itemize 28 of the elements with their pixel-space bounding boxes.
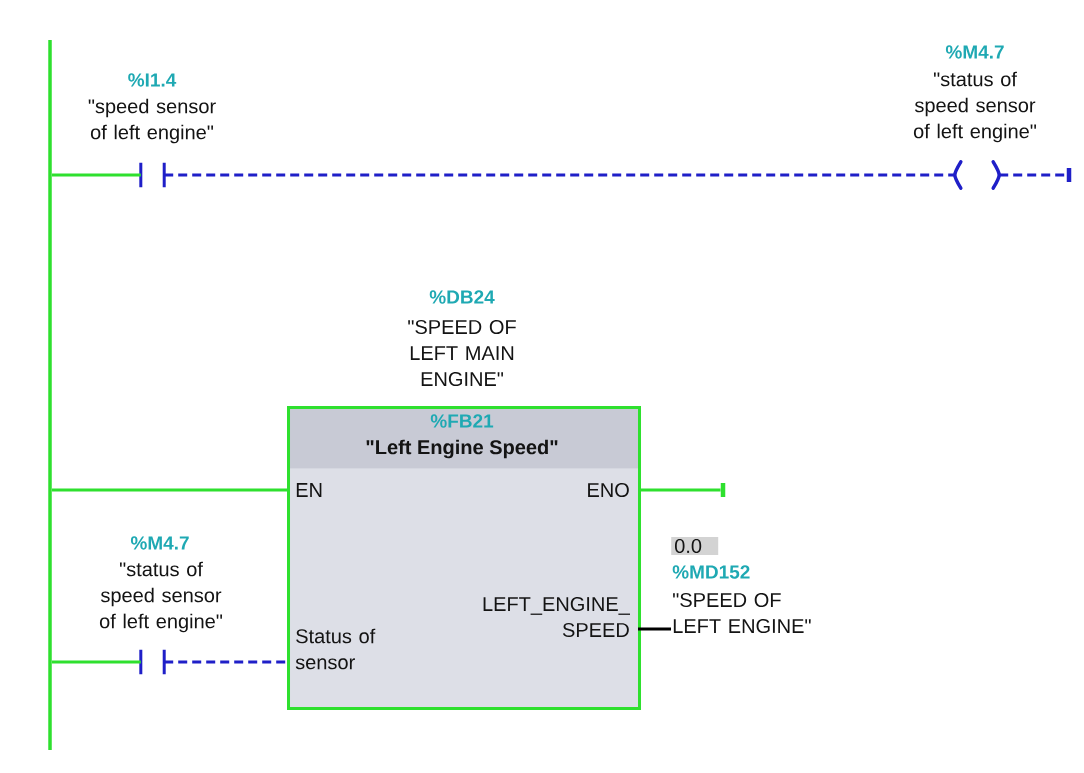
pin-label: EN	[296, 483, 322, 497]
address-label: %M4.7	[945, 45, 1004, 59]
address-label: %M4.7	[130, 536, 189, 550]
tag-label: "speed sensor of left engine"	[88, 98, 216, 144]
wire	[999, 173, 1067, 177]
wire	[51, 660, 141, 664]
block-title: "Left Engine Speed"	[366, 439, 558, 459]
wire	[51, 173, 141, 177]
address-label: %DB24	[429, 290, 495, 304]
tag-label: "SPEED OF LEFT ENGINE"	[673, 592, 811, 634]
tag-label: "SPEED OF LEFT MAIN ENGINE"	[408, 319, 516, 387]
address-label: %FB21	[430, 414, 494, 428]
wire	[638, 488, 721, 492]
pin-label: ENO	[588, 482, 629, 498]
wire	[164, 660, 287, 664]
address-label: %I1.4	[128, 73, 177, 87]
pin-label: LEFT_ENGINE_ SPEED	[483, 596, 630, 638]
power-rail	[48, 40, 52, 750]
end-bar	[720, 483, 726, 497]
end-bar	[1066, 168, 1072, 182]
wire	[51, 488, 287, 492]
value-display: 0.0	[671, 536, 719, 556]
pin-label: Status of sensor	[295, 628, 376, 670]
wire	[638, 627, 671, 631]
address-label: %MD152	[672, 565, 750, 579]
wire	[164, 173, 955, 177]
tag-label: "status of speed sensor of left engine"	[99, 561, 223, 633]
tag-label: "status of speed sensor of left engine"	[913, 71, 1037, 143]
